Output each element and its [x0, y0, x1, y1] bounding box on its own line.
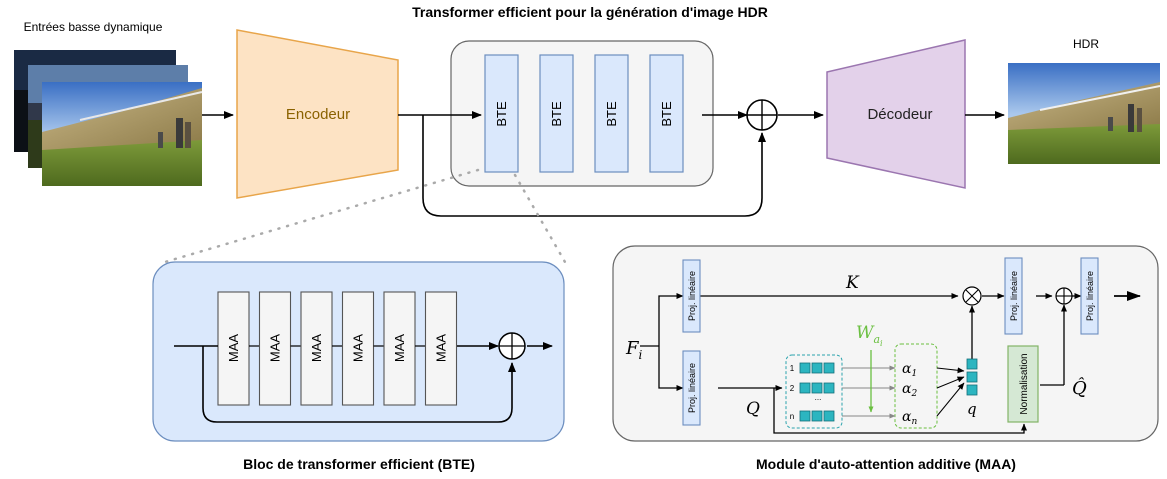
bte-caption: Bloc de transformer efficient (BTE) [243, 456, 475, 472]
normalisation-box: Normalisation [1007, 345, 1039, 423]
q-vector [966, 358, 978, 396]
bte-sum-node [498, 332, 526, 360]
token-row-index: n [790, 412, 794, 421]
linear-projection-box: Proj. linéaire [1080, 257, 1099, 335]
bte-block-label: BTE [494, 101, 509, 127]
linear-projection-label: Proj. linéaire [1009, 271, 1019, 321]
linear-projection-box: Proj. linéaire [1004, 257, 1023, 335]
token-cell [799, 362, 811, 374]
normalisation-label: Normalisation [1019, 353, 1030, 414]
token-cell [811, 410, 823, 422]
maa-caption: Module d'auto-attention additive (MAA) [756, 456, 1016, 472]
bte-block: BTE [649, 54, 684, 173]
alpha-label: αn [902, 409, 917, 427]
alpha-to-q-arrow [936, 367, 965, 374]
linear-projection-label: Proj. linéaire [687, 271, 697, 321]
decoder-label: Décodeur [867, 106, 932, 123]
maa-block-label: MAA [309, 334, 324, 363]
encoder: Encodeur [236, 29, 399, 199]
token-group [785, 354, 843, 429]
output-image [1008, 63, 1161, 164]
bte-block-label: BTE [604, 101, 619, 127]
bte-block: BTE [594, 54, 629, 173]
q-symbol: q [967, 400, 977, 418]
maa-block-label: MAA [392, 334, 407, 363]
query-symbol: Q [746, 399, 760, 419]
token-cell [799, 410, 811, 422]
alpha-to-q-arrow [936, 382, 965, 417]
decoder: Décodeur [826, 39, 966, 189]
token-cell [823, 410, 835, 422]
input-image-stack [14, 50, 203, 186]
bte-block: BTE [484, 54, 519, 173]
multiply-node [962, 286, 982, 306]
bte-block: BTE [539, 54, 574, 173]
input-feature-symbol: Fi [625, 338, 643, 362]
alpha-label: α1 [902, 361, 917, 379]
linear-projection-box: Proj. linéaire [682, 350, 701, 426]
encoder-label: Encodeur [286, 106, 350, 123]
maa-block-label: MAA [434, 334, 449, 363]
token-row-index: 1 [790, 364, 795, 373]
linear-projection-label: Proj. linéaire [687, 363, 697, 413]
maa-block: MAA [424, 291, 458, 406]
maa-block: MAA [383, 291, 426, 406]
token-cell [823, 362, 835, 374]
maa-block: MAA [217, 291, 260, 406]
output-label: HDR [1073, 37, 1099, 51]
maa-block: MAA [341, 291, 384, 406]
maa-block-label: MAA [268, 334, 283, 363]
maa-block: MAA [300, 291, 343, 406]
token-cell [799, 382, 811, 394]
key-symbol: K [845, 273, 860, 293]
main-sum-node [746, 99, 778, 131]
input-image-bright [42, 82, 203, 186]
query-hat-symbol: Q̂ [1072, 377, 1087, 399]
input-label: Entrées basse dynamique [24, 20, 163, 34]
main-title: Transformer efficient pour la génération… [412, 4, 768, 20]
bte-detail-panel: MAA MAA MAA MAA MAA MAA [152, 261, 565, 442]
linear-projection-label: Proj. linéaire [1085, 271, 1095, 321]
token-cell [811, 362, 823, 374]
bte-block-label: BTE [549, 101, 564, 127]
token-cell [823, 382, 835, 394]
bte-block-label: BTE [659, 101, 674, 127]
token-cell [811, 382, 823, 394]
maa-block-label: MAA [226, 334, 241, 363]
linear-projection-box: Proj. linéaire [682, 259, 701, 333]
main-flow [202, 111, 1005, 217]
bte-container: BTE BTE BTE BTE [450, 40, 714, 187]
maa-block: MAA [258, 291, 301, 406]
zoom-lines [163, 168, 567, 264]
alpha-to-q-arrow [936, 376, 965, 389]
maa-block-label: MAA [351, 334, 366, 363]
token-row-index: ... [815, 393, 822, 402]
maa-sum-node [1055, 287, 1073, 305]
alpha-label: α2 [902, 381, 917, 399]
weight-symbol: Wai [856, 323, 883, 348]
token-row-index: 2 [790, 384, 795, 393]
